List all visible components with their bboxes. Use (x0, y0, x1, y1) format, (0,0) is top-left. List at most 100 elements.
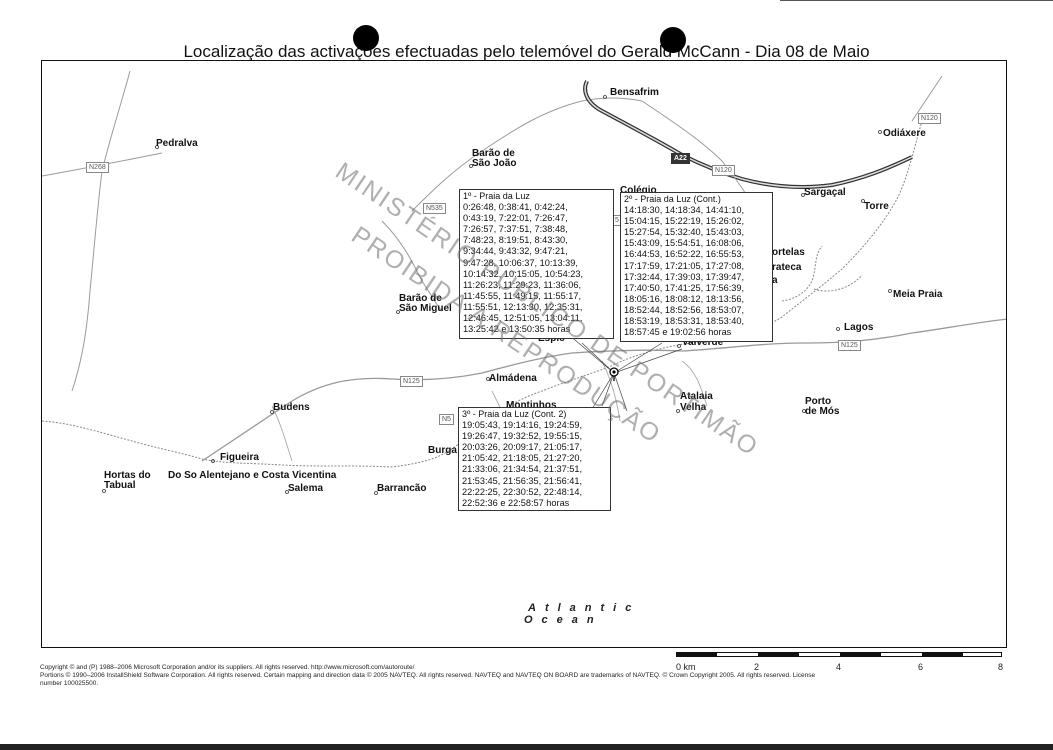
scale-label-0: 0 km (676, 662, 696, 672)
scale-label-2: 2 (754, 662, 760, 672)
scale-bar: 0 km 2 4 6 8 (676, 652, 1006, 680)
callout-time-line: 0:43:19, 7:22:01, 7:26:47, (463, 213, 568, 224)
road-label-n120-mid: N120 (712, 165, 735, 176)
callout-time-line: 11:55:51, 12:13:30, 12:35:31, (463, 301, 583, 312)
copyright-line2: Portions © 1990–2006 InstallShield Softw… (40, 672, 816, 679)
callout-time-line: 11:45:55, 11:49:15, 11:55:17, (463, 290, 582, 301)
road-label-n268: N268 (86, 162, 109, 173)
callout-time-line: 19:05:43, 19:14:16, 19:24:59, (462, 420, 583, 431)
callout-time-line: 21:33:06, 21:34:54, 21:37:51, (462, 464, 583, 475)
ocean-label-line2: Ocean (524, 614, 603, 626)
punch-hole-left (353, 25, 379, 51)
place-torre: Torre (864, 201, 889, 212)
place-prateca: rateca (772, 262, 802, 273)
road-label-n5: N5 (439, 414, 454, 425)
place-sargacal: Sargaçal (804, 187, 846, 198)
place-atalaia-velha-2: Velha (680, 402, 707, 413)
place-parque-natural: Do So Alentejano e Costa Vicentina (168, 470, 337, 481)
page-title: Localização das activações efectuadas pe… (183, 42, 870, 61)
place-barao-sao-joao-1: Barão de (472, 148, 515, 159)
callout-time-line: 7:48:23, 8:19:51, 8:43:30, (463, 235, 568, 246)
callout-time-line: 11:26:23, 11:29:23, 11:36:06, (463, 279, 582, 290)
callout-time-line: 18:57:45 e 19:02:56 horas (624, 327, 732, 338)
place-meia-praia: Meia Praia (893, 289, 943, 300)
place-almadena: Almádena (489, 373, 537, 384)
callout-time-line: 22:22:25, 22:30:52, 22:48:14, (462, 486, 583, 497)
callout-time-line: 9:47:28, 10:06:37, 10:13:39, (463, 257, 578, 268)
callout-time-line: 19:26:47, 19:32:52, 19:55:15, (462, 431, 583, 442)
place-porto-mos-1: Porto (805, 396, 832, 407)
road-label-n120-top: N120 (918, 113, 941, 124)
place-barao-sao-joao-2: São João (472, 158, 517, 169)
callout-time-line: 13:25:42 e 13:50:35 horas (463, 324, 571, 335)
callout-time-line: 22:52:36 e 22:58:57 horas (462, 497, 570, 508)
copyright-notice: Copyright © and (P) 1988–2006 Microsoft … (40, 664, 970, 688)
callout-time-line: 17:40:50, 17:41:25, 17:56:39, (624, 282, 745, 293)
callout-time-line: 12:46:45, 12:51:05, 13:04:11, (463, 313, 583, 324)
callout-title: 1º - Praia da Luz (463, 191, 530, 201)
place-montinhos: Montinhos (506, 400, 557, 411)
callout-time-line: 16:44:53, 16:52:22, 16:55:53, (624, 249, 745, 260)
map-frame[interactable]: N268 N535 A22 N120 N120 N125 N125 N5 5 P… (41, 60, 1007, 648)
road-label-a22: A22 (671, 153, 690, 164)
callout-time-line: 15:04:15, 15:22:19, 15:26:02, (624, 216, 745, 227)
callout-time-line: 7:26:57, 7:37:51, 7:38:48, (463, 224, 568, 235)
place-odiaxere: Odiáxere (883, 128, 926, 139)
copyright-line3: number 100025500. (40, 680, 99, 687)
place-budens: Budens (273, 402, 310, 413)
callout-time-line: 17:32:44, 17:39:03, 17:39:47, (624, 271, 745, 282)
place-pedralva: Pedralva (156, 138, 198, 149)
punch-hole-right (660, 27, 686, 53)
callout-title: 3º - Praia da Luz (Cont. 2) (462, 409, 567, 419)
callout-time-line: 9:34:44, 9:43:32, 9:47:21, (463, 246, 568, 257)
callout-time-line: 21:05:42, 21:18:05, 21:27:20, (462, 453, 583, 464)
callout-time-line: 18:52:44, 18:52:56, 18:53:07, (624, 304, 745, 315)
callout-time-line: 15:27:54, 15:32:40, 15:43:03, (624, 227, 745, 238)
place-barao-sao-miguel-1: Barão de (399, 293, 442, 304)
coastline (42, 120, 923, 468)
scale-seg-3 (840, 652, 881, 657)
scale-label-6: 6 (918, 662, 924, 672)
place-dots (102, 95, 892, 495)
map-pin-icon[interactable] (609, 367, 619, 381)
callout-time-line: 14:18:30, 14:18:34, 14:41:10, (624, 205, 745, 216)
ocean-label-line1: Atlantic (528, 602, 641, 614)
scan-bottom-edge (0, 744, 1053, 750)
callout-title: 2º - Praia da Luz (Cont.) (624, 194, 721, 204)
place-portelas: ortelas (772, 247, 805, 258)
place-hortas-do-tabual-1: Hortas do (104, 470, 151, 481)
place-salema: Salema (288, 483, 324, 494)
callout-time-line: 17:17:59, 17:21:05, 17:27:08, (624, 260, 745, 271)
scale-seg-2 (758, 652, 799, 657)
place-colegio: Colégio (620, 185, 657, 196)
callout-time-line: 0:26:48, 0:38:41, 0:42:24, (463, 202, 568, 213)
callout-time-line: 20:03:26, 20:09:17, 21:05:17, (462, 442, 583, 453)
place-porto-mos-2: de Mós (805, 406, 840, 417)
road-label-n535: N535 (423, 203, 446, 214)
road-n125 (201, 318, 1006, 462)
place-barrancao: Barrancão (377, 483, 427, 494)
top-edge-line (780, 0, 1053, 1)
scale-label-8: 8 (998, 662, 1004, 672)
place-barao-sao-miguel-2: São Miguel (399, 303, 452, 314)
scale-seg-4 (922, 652, 963, 657)
scale-label-4: 4 (836, 662, 842, 672)
callout-time-line: 10:14:32, 10:15:05, 10:54:23, (463, 268, 584, 279)
callout-praia-da-luz-3[interactable]: 3º - Praia da Luz (Cont. 2) 19:05:43, 19… (458, 407, 611, 511)
callout-time-line: 21:53:45, 21:56:35, 21:56:41, (462, 475, 583, 486)
callout-time-line: 15:43:09, 15:54:51, 16:08:06, (624, 238, 745, 249)
place-valverde: Valverde (682, 337, 724, 348)
road-n535 (381, 220, 443, 312)
copyright-line1: Copyright © and (P) 1988–2006 Microsoft … (40, 664, 415, 671)
place-hortas-do-tabual-2: Tabual (104, 480, 136, 491)
road-label-n125-right: N125 (838, 340, 861, 351)
west-road (71, 70, 131, 392)
scale-seg-1 (676, 652, 717, 657)
place-burgau: Burga (428, 445, 457, 456)
place-atalaia-velha-1: Atalaia (680, 391, 713, 402)
place-prateca-a: a (772, 275, 778, 286)
callout-praia-da-luz-2[interactable]: 2º - Praia da Luz (Cont.) 14:18:30, 14:1… (620, 192, 773, 342)
estuary (781, 245, 863, 302)
callout-praia-da-luz-1[interactable]: 1º - Praia da Luz 0:26:48, 0:38:41, 0:42… (459, 189, 614, 339)
callout-time-line: 18:05:16, 18:08:12, 18:13:56, (624, 293, 745, 304)
